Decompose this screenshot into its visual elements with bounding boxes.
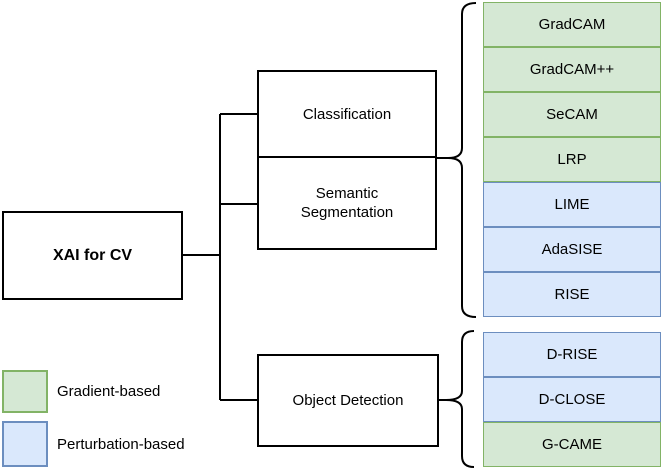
node-xai-for-cv-label: XAI for CV — [52, 247, 133, 264]
legend-perturbation-based-label: Perturbation-based — [57, 435, 185, 453]
method-lime: LIME — [483, 182, 661, 227]
gradient-based-swatch-icon — [2, 370, 48, 413]
method-d-rise: D-RISE — [483, 332, 661, 377]
legend-item-gradient-based: Gradient-based — [2, 370, 160, 413]
method-gradcam-plus-plus-label: GradCAM++ — [529, 61, 615, 78]
method-gradcam-plus-plus: GradCAM++ — [483, 47, 661, 92]
node-classification-label: Classification — [302, 105, 392, 123]
legend-gradient-based-label: Gradient-based — [57, 383, 161, 400]
method-d-close-label: D-CLOSE — [538, 391, 606, 408]
method-adasise: AdaSISE — [483, 227, 661, 272]
method-d-close: D-CLOSE — [483, 377, 661, 422]
method-rise-label: RISE — [554, 286, 590, 303]
method-lrp-label: LRP — [557, 151, 587, 168]
method-lime-label: LIME — [554, 196, 590, 213]
node-semantic-segmentation-label: Semantic Segmentation — [301, 184, 394, 222]
method-g-came: G-CAME — [483, 422, 661, 467]
method-rise: RISE — [483, 272, 661, 317]
semantic-line-2: Segmentation — [300, 204, 394, 221]
curly-brace-top-icon — [447, 2, 477, 318]
node-xai-for-cv: XAI for CV — [2, 211, 183, 300]
curly-brace-bottom-icon — [445, 330, 475, 468]
method-secam: SeCAM — [483, 92, 661, 137]
node-semantic-segmentation: Semantic Segmentation — [257, 156, 437, 250]
legend-item-perturbation-based: Perturbation-based — [2, 421, 185, 467]
semantic-line-1: Semantic — [315, 185, 379, 202]
method-lrp: LRP — [483, 137, 661, 182]
method-gradcam-label: GradCAM — [538, 16, 606, 33]
node-object-detection-label: Object Detection — [292, 392, 404, 409]
perturbation-based-swatch-icon — [2, 421, 48, 467]
node-classification: Classification — [257, 70, 437, 158]
node-object-detection: Object Detection — [257, 354, 439, 447]
method-adasise-label: AdaSISE — [541, 241, 603, 258]
method-secam-label: SeCAM — [546, 106, 598, 123]
method-gradcam: GradCAM — [483, 2, 661, 47]
method-d-rise-label: D-RISE — [546, 346, 598, 363]
method-g-came-label: G-CAME — [542, 436, 602, 453]
